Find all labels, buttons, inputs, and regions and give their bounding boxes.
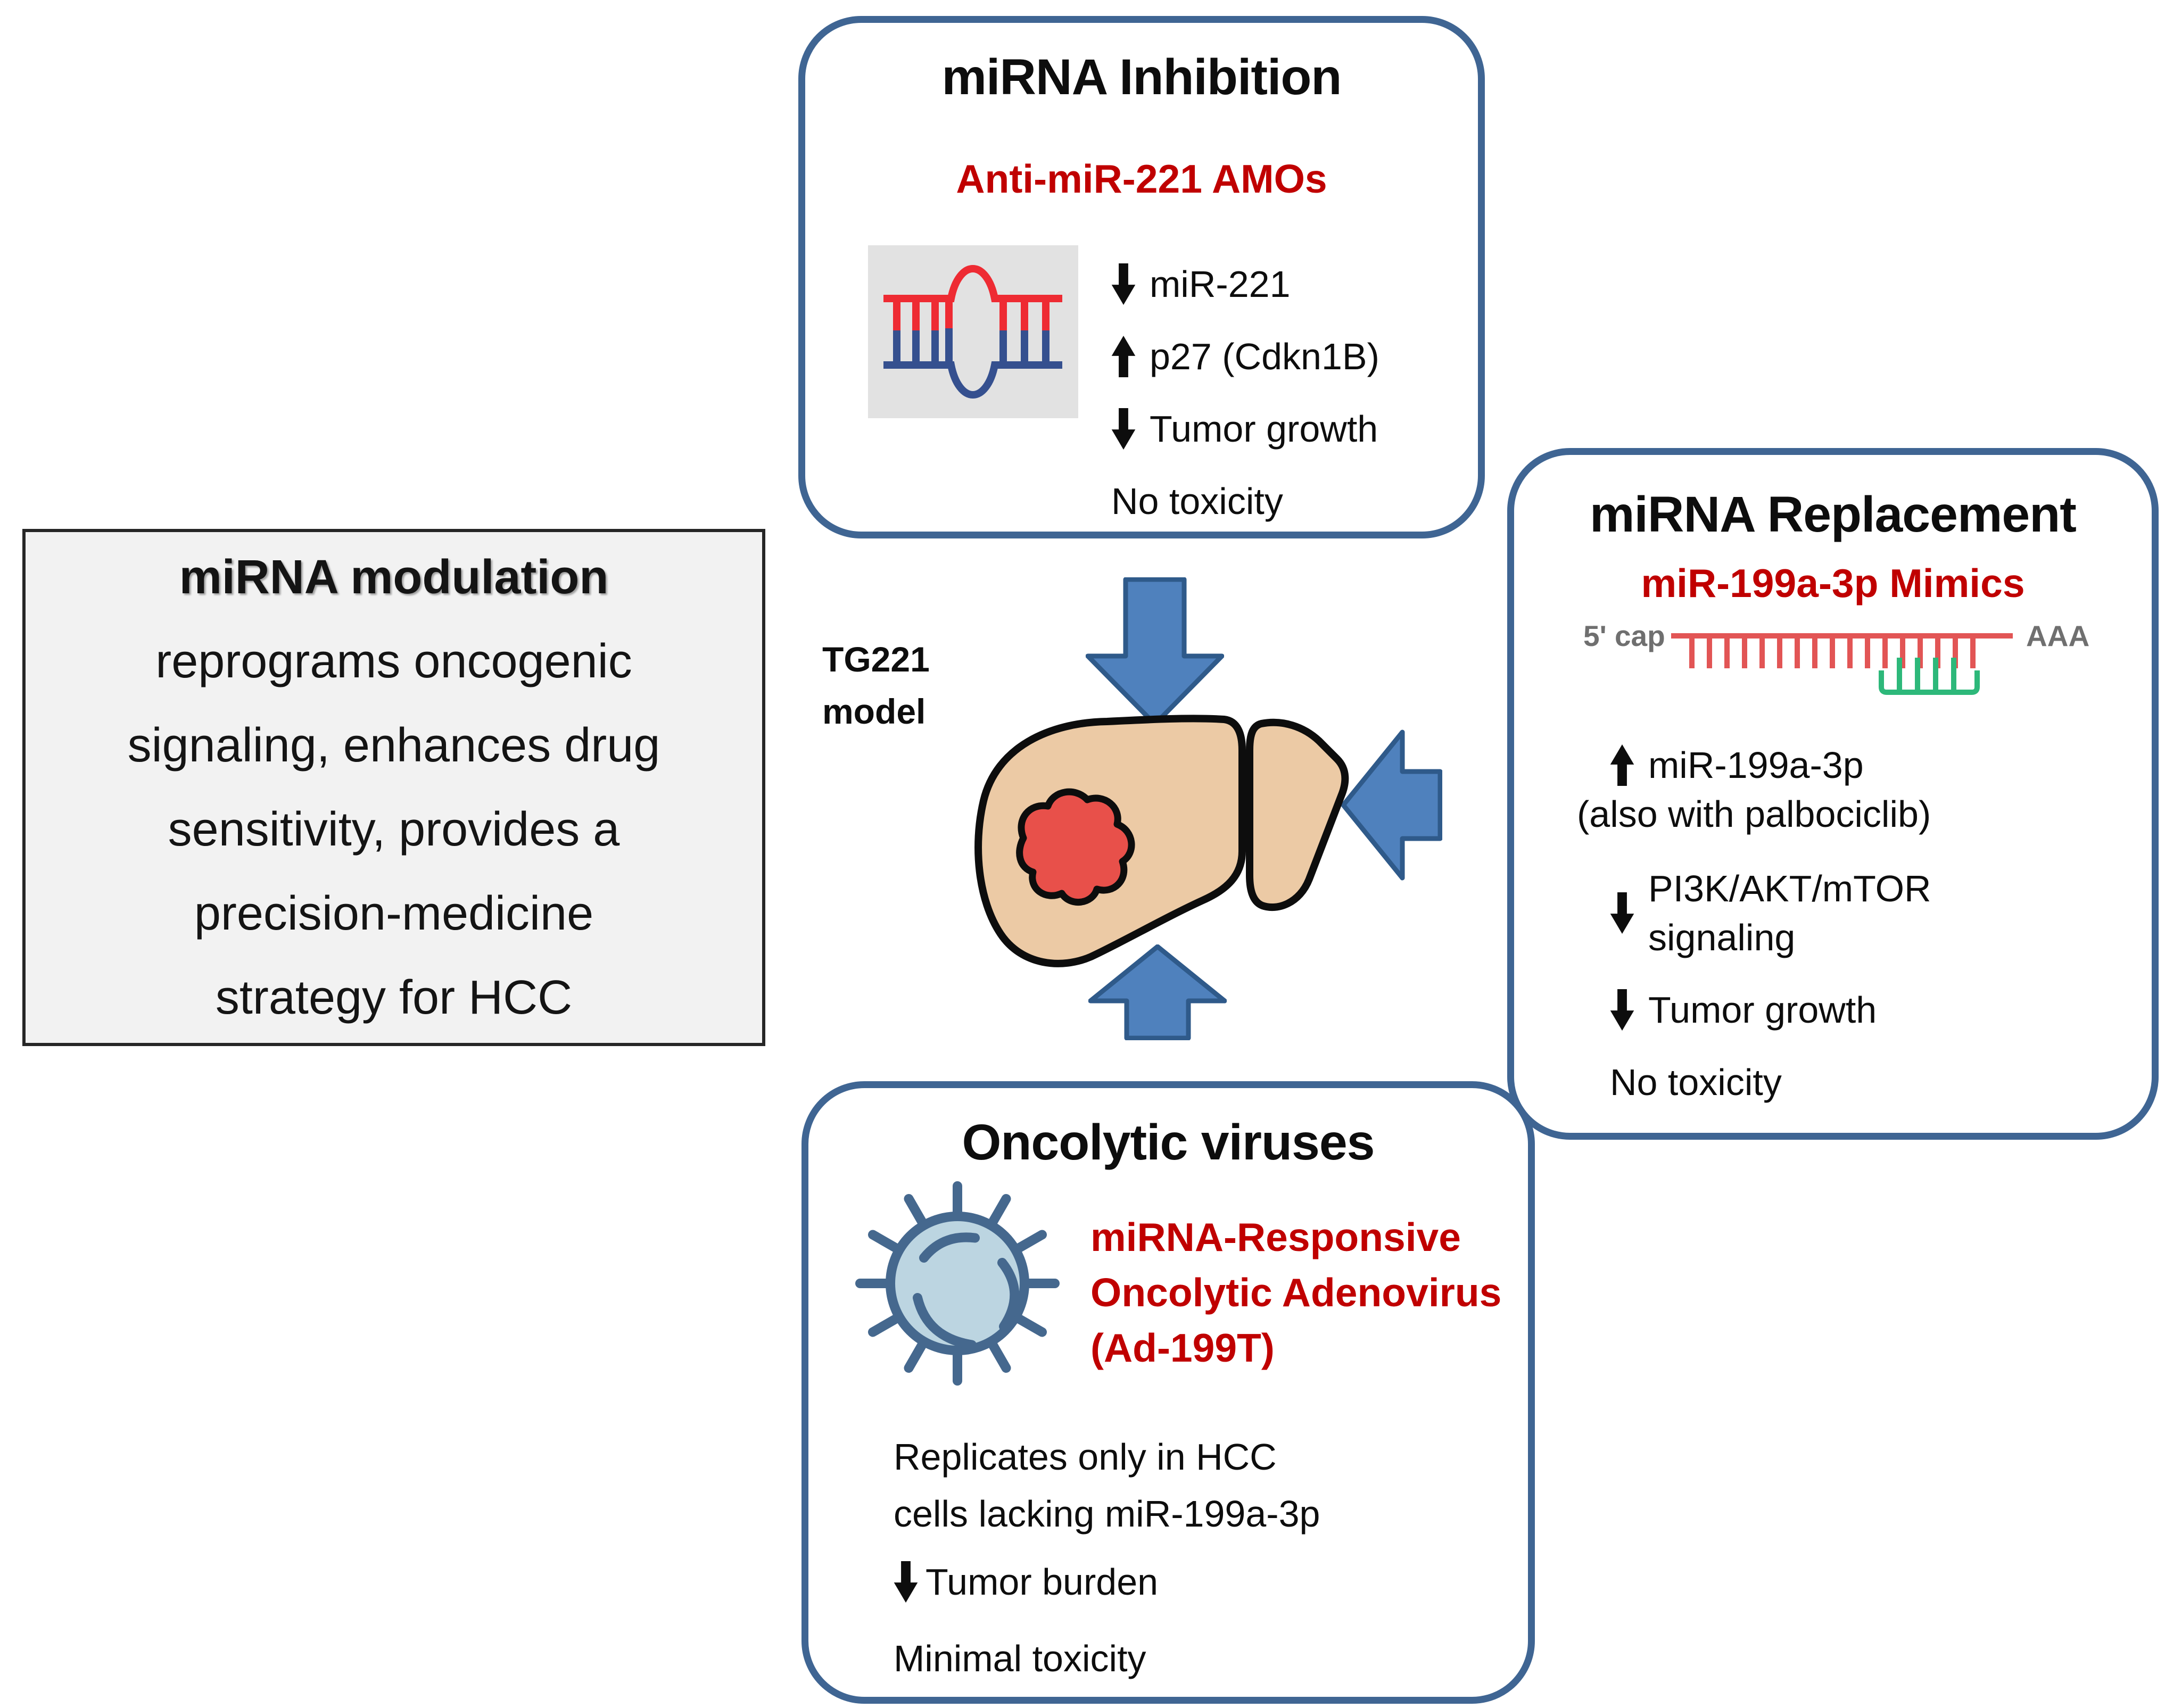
summary-line: signaling, enhances drug — [127, 719, 660, 772]
oncolytic-box: Oncolytic viruses miRNA-Responsive Oncol… — [801, 1081, 1535, 1704]
flow-arrow-up-icon — [1088, 944, 1227, 1040]
list-item-label: No toxicity — [1111, 480, 1283, 522]
list-item: No toxicity — [1111, 478, 1379, 524]
mrna-with-mimic-icon — [1671, 633, 2013, 695]
oncolytic-effects-list: Tumor burden Minimal toxicity — [894, 1559, 1158, 1708]
flow-arrow-left-icon — [1341, 729, 1442, 881]
summary-title: miRNA modulation — [179, 551, 609, 604]
inhibition-subtitle: Anti-miR-221 AMOs — [956, 156, 1327, 201]
summary-line: reprograms oncogenic — [155, 635, 632, 688]
list-item-label: miR-221 — [1150, 263, 1291, 305]
list-item: PI3K/AKT/mTOR signaling — [1610, 863, 1931, 964]
list-item-label: miR-199a-3p — [1648, 744, 1864, 786]
list-item: Tumor growth — [1610, 987, 1931, 1033]
increase-arrow-icon — [1610, 744, 1634, 786]
oncolytic-body-line: Replicates only in HCC — [894, 1436, 1277, 1478]
decrease-arrow-icon — [894, 1561, 918, 1603]
list-item: Tumor growth — [1111, 406, 1379, 452]
list-item-label: signaling — [1648, 917, 1796, 958]
list-item-label: PI3K/AKT/mTOR — [1648, 868, 1931, 909]
decrease-arrow-icon — [1610, 892, 1634, 934]
model-label-line: model — [822, 692, 926, 731]
list-item-label: Minimal toxicity — [894, 1638, 1146, 1679]
oncolytic-body: Replicates only in HCC cells lacking miR… — [894, 1429, 1320, 1543]
poly-a-tail-label: AAA — [2026, 619, 2090, 652]
list-item-label: (also with palbociclib) — [1577, 793, 1931, 835]
replacement-box: miRNA Replacement miR-199a-3p Mimics 5' … — [1507, 448, 2159, 1140]
summary-line: strategy for HCC — [215, 971, 573, 1024]
list-item: miR-221 — [1111, 261, 1379, 307]
replacement-title: miRNA Replacement — [1590, 486, 2077, 543]
summary-line: precision-medicine — [194, 887, 594, 940]
increase-arrow-icon — [1111, 336, 1136, 377]
summary-line: sensitivity, provides a — [168, 803, 620, 856]
list-item: No toxicity — [1610, 1059, 1931, 1105]
list-item: Tumor burden — [894, 1559, 1158, 1605]
list-item-label: Tumor growth — [1648, 989, 1877, 1031]
inhibition-box: miRNA Inhibition Anti-miR-221 AMOs — [798, 16, 1485, 538]
adenovirus-icon — [855, 1181, 1060, 1386]
inhibition-title: miRNA Inhibition — [941, 49, 1342, 105]
summary-box: miRNA modulation reprograms oncogenic si… — [22, 529, 765, 1046]
model-label-line: TG221 — [822, 640, 930, 679]
list-item-note: (also with palbociclib) — [1577, 791, 1931, 837]
list-item-label: Tumor growth — [1150, 408, 1378, 450]
list-item: miR-199a-3p — [1610, 742, 1931, 788]
oncolytic-subtitle-line: Oncolytic Adenovirus — [1090, 1270, 1502, 1315]
inhibition-effects-list: miR-221 p27 (Cdkn1B) Tumor growth No tox… — [1111, 261, 1379, 551]
decrease-arrow-icon — [1111, 263, 1136, 305]
flow-arrow-down-icon — [1086, 577, 1224, 726]
list-item: Minimal toxicity — [894, 1636, 1158, 1681]
oncolytic-subtitle-line: miRNA-Responsive — [1090, 1215, 1461, 1259]
decrease-arrow-icon — [1111, 408, 1136, 450]
oncolytic-body-line: cells lacking miR-199a-3p — [894, 1493, 1320, 1535]
oncolytic-title: Oncolytic viruses — [962, 1114, 1375, 1171]
five-prime-cap-label: 5' cap — [1583, 619, 1665, 652]
rna-duplex-icon — [868, 245, 1078, 418]
oncolytic-subtitle: miRNA-Responsive Oncolytic Adenovirus (A… — [1090, 1209, 1501, 1375]
list-item: p27 (Cdkn1B) — [1111, 334, 1379, 379]
decrease-arrow-icon — [1610, 989, 1634, 1031]
liver-with-tumor-icon — [974, 715, 1349, 967]
model-label: TG221 model — [822, 633, 993, 737]
list-item-label: Tumor burden — [926, 1561, 1159, 1603]
list-item-label: No toxicity — [1610, 1062, 1782, 1103]
replacement-subtitle: miR-199a-3p Mimics — [1641, 561, 2025, 606]
replacement-effects-list: miR-199a-3p (also with palbociclib) PI3K… — [1577, 742, 1931, 1132]
oncolytic-subtitle-line: (Ad-199T) — [1090, 1325, 1275, 1370]
list-item-label: p27 (Cdkn1B) — [1150, 336, 1379, 377]
